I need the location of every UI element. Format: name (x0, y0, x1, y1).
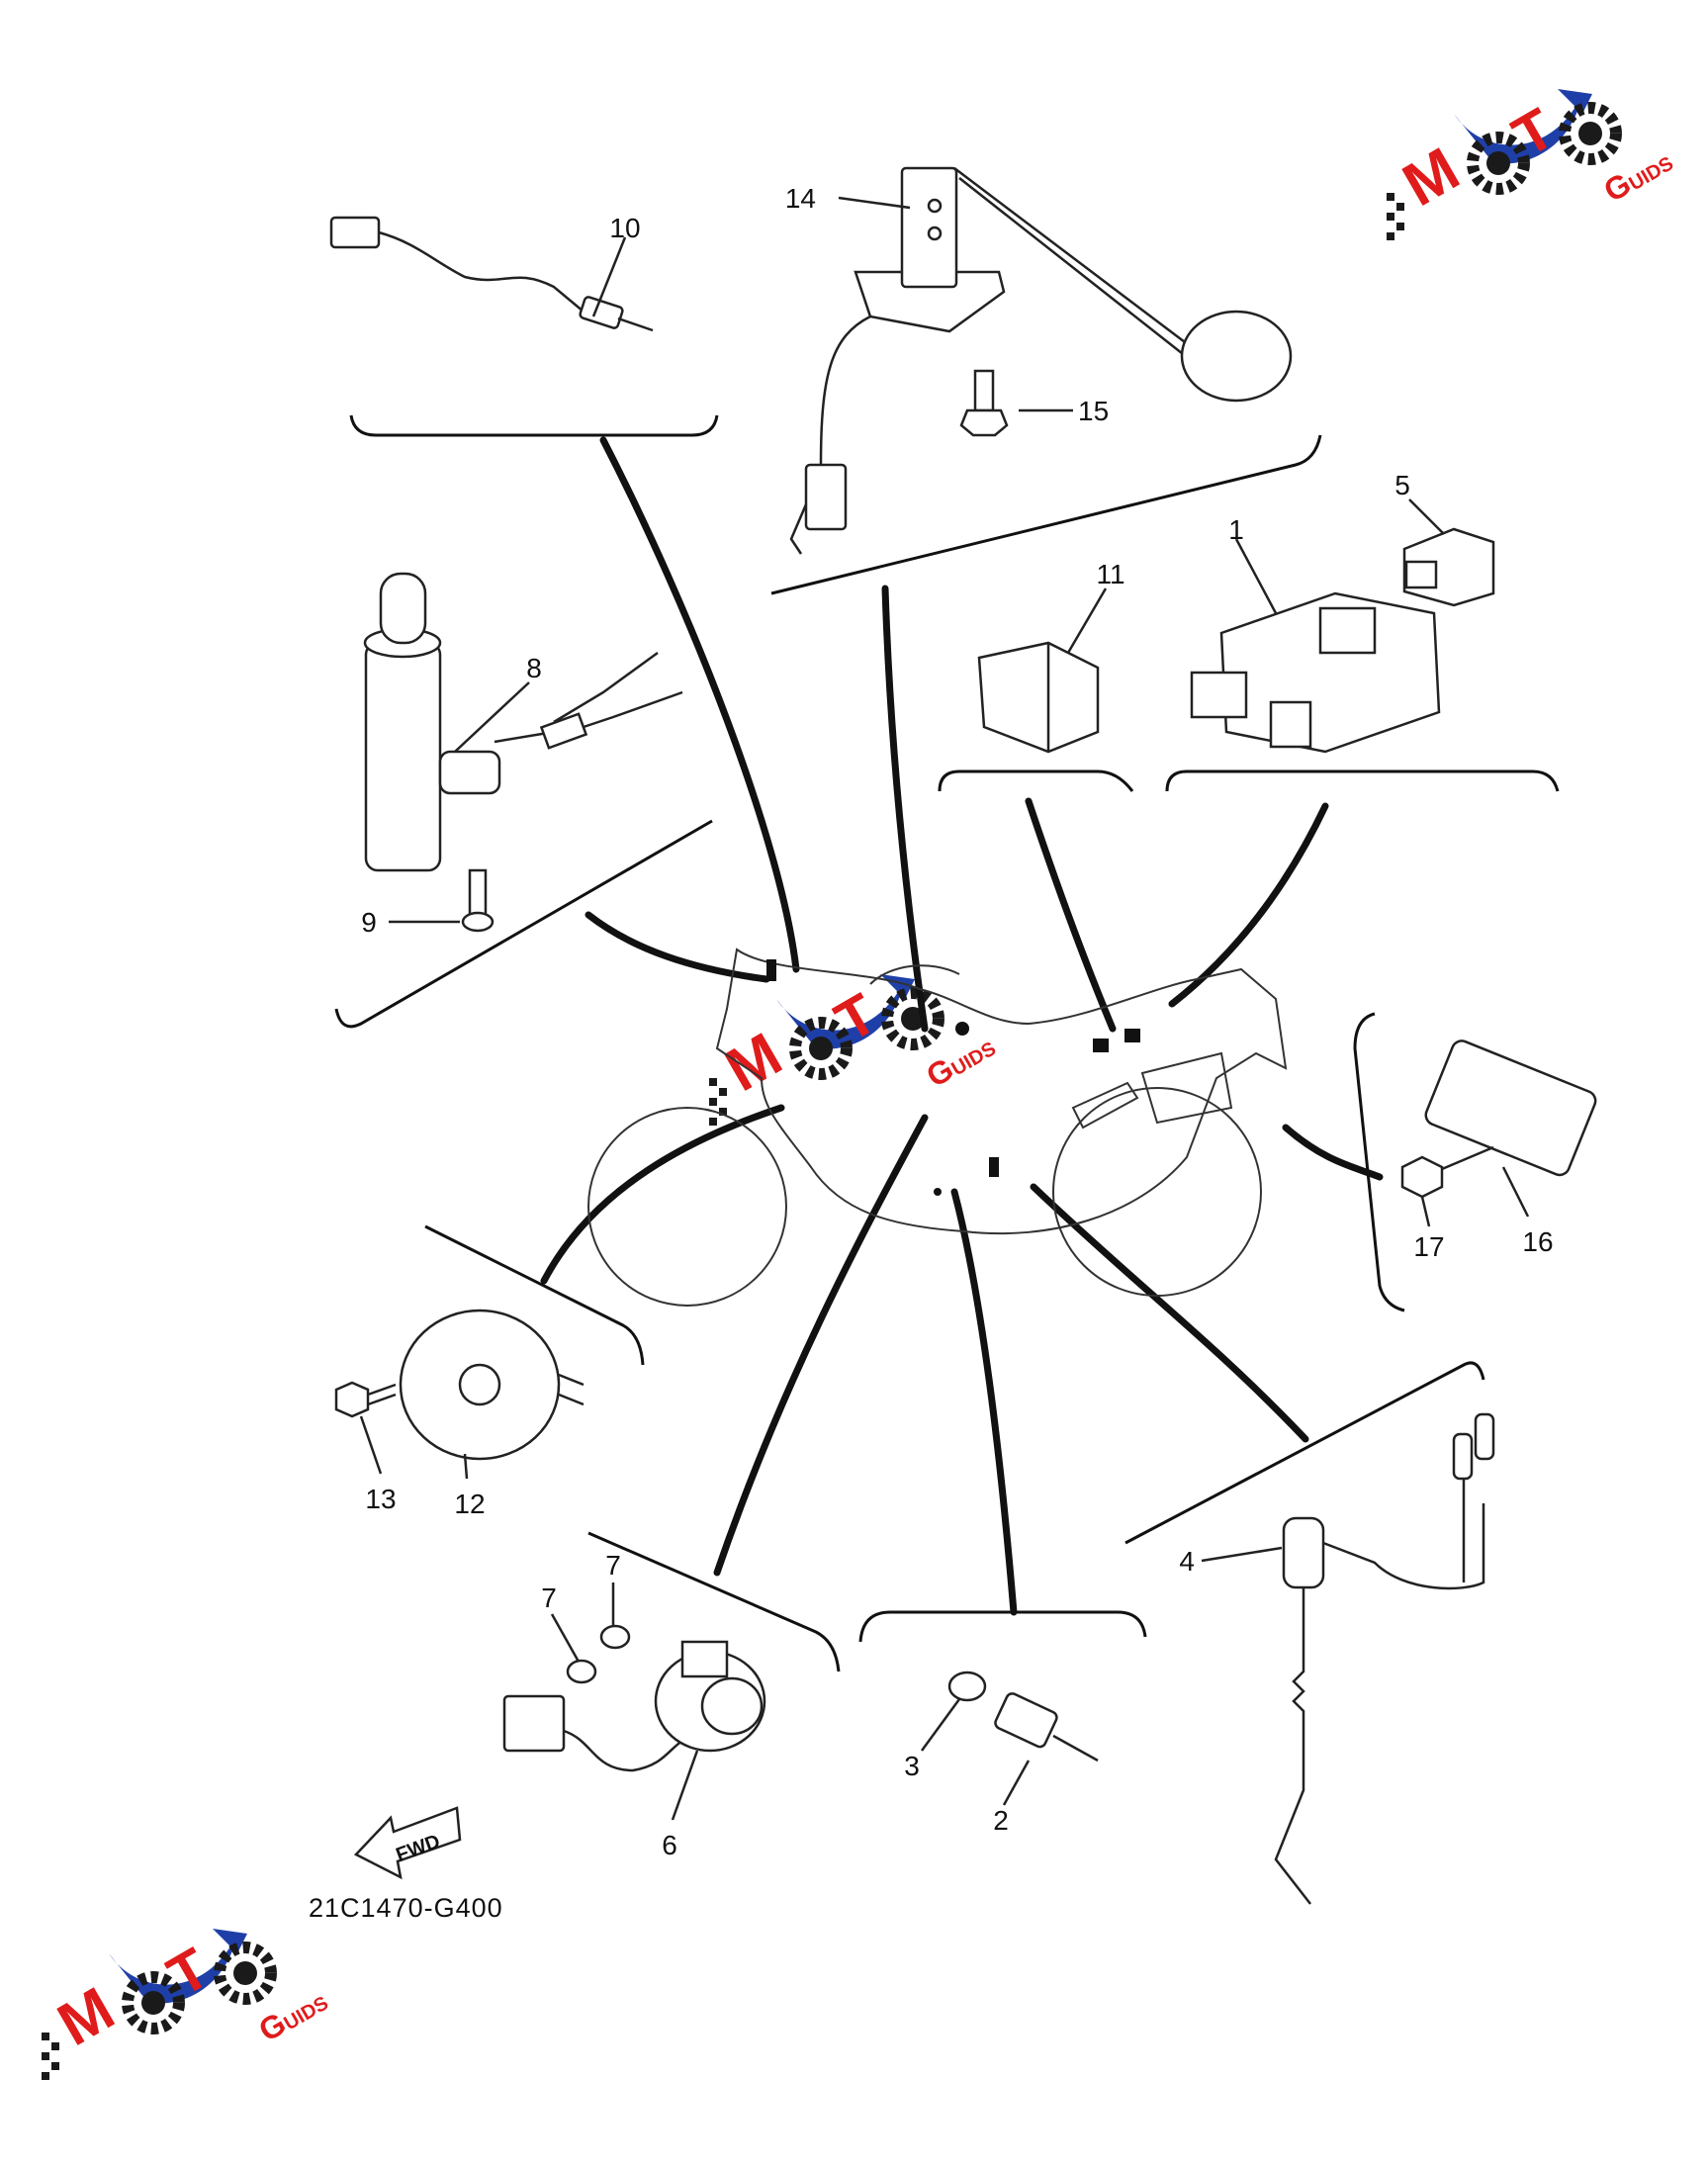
part-17-nut (1400, 1145, 1494, 1199)
part-5-relay (1402, 527, 1495, 607)
callout-7b: 7 (605, 1550, 621, 1581)
part-7-washers (566, 1624, 631, 1684)
motorcycle-silhouette (587, 948, 1288, 1307)
part-10-thermo-sensor (329, 216, 654, 332)
logo-suffix: UIDS (948, 1038, 1000, 1080)
callout-2: 2 (993, 1805, 1009, 1836)
part-1-cdi-unit (1190, 591, 1441, 754)
part-3-washer (947, 1671, 987, 1702)
callout-12: 12 (454, 1489, 485, 1519)
callout-15: 15 (1078, 396, 1109, 426)
part-13-bolt (334, 1381, 397, 1418)
callout-13: 13 (365, 1484, 396, 1514)
part-12-horn (399, 1309, 584, 1461)
part-9-screw (461, 868, 494, 933)
callout-labels: 14 15 10 5 1 11 8 9 17 16 13 12 4 7 7 3 … (309, 183, 1554, 1923)
moto-guids-logo: G UIDS (1387, 89, 1677, 240)
part-6-starter-relay (502, 1640, 766, 1772)
callout-8: 8 (526, 653, 542, 683)
callout-6: 6 (662, 1830, 677, 1860)
callout-4: 4 (1179, 1546, 1195, 1577)
diagram-code: 21C1470-G400 (309, 1893, 503, 1923)
logo-suffix: UIDS (281, 1992, 332, 2034)
callout-10: 10 (609, 213, 640, 243)
fwd-arrow-icon: FWD (353, 1806, 462, 1880)
part-11-relay (977, 641, 1100, 754)
callout-leaders (359, 196, 1530, 1821)
callout-7a: 7 (541, 1582, 557, 1613)
panel-outlines (334, 414, 1560, 1672)
callout-9: 9 (361, 907, 377, 938)
callout-5: 5 (1394, 470, 1410, 500)
part-2-switch (994, 1692, 1099, 1762)
callout-3: 3 (904, 1751, 920, 1781)
part-16-tail-light (1424, 1039, 1597, 1177)
callout-14: 14 (785, 183, 816, 214)
callout-1: 1 (1228, 514, 1244, 545)
callout-11: 11 (1096, 559, 1124, 589)
moto-guids-logo: G UIDS (709, 974, 1000, 1126)
part-14-fuel-sender (789, 166, 1293, 555)
part-4-rear-brake-switch (1274, 1412, 1495, 1905)
callout-17: 17 (1413, 1231, 1444, 1262)
part-8-main-switch (363, 572, 683, 872)
moto-guids-logo: G UIDS (42, 1929, 332, 2080)
callout-16: 16 (1522, 1226, 1553, 1257)
logo-suffix: UIDS (1626, 152, 1677, 195)
part-15-bolt (959, 369, 1009, 437)
